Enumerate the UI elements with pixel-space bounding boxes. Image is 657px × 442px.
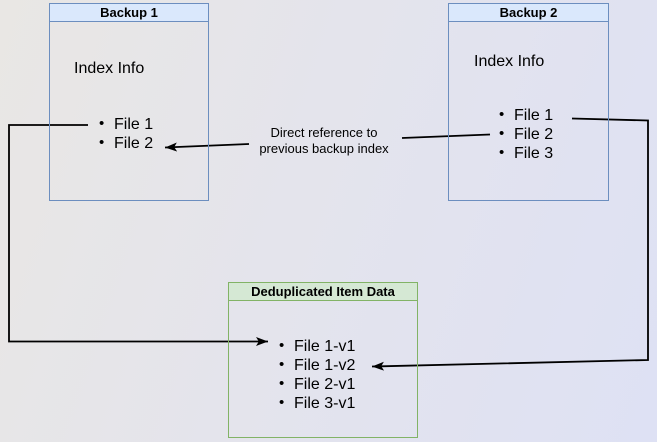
backup2-title: Backup 2 [449,4,608,22]
list-item: File 1-v1 [279,336,355,356]
dedup-title: Deduplicated Item Data [229,283,417,301]
backup1-index-info-label: Index Info [74,60,145,77]
backup1-file-list: File 1 File 2 [50,114,153,153]
list-item: File 3-v1 [279,393,355,413]
backup2-index-info-label: Index Info [474,53,545,70]
backup1-box: Backup 1 Index Info File 1 File 2 [49,3,209,201]
edge-label-direct-reference: Direct reference to previous backup inde… [259,125,389,156]
list-item: File 1-v2 [279,355,355,375]
list-item: File 3 [499,143,553,163]
backup2-file-list: File 1 File 2 File 3 [449,105,553,163]
list-item: File 1 [499,105,553,125]
list-item: File 1 [99,114,153,134]
dedup-file-list: File 1-v1 File 1-v2 File 2-v1 File 3-v1 [229,336,355,413]
list-item: File 2 [499,124,553,144]
list-item: File 2 [99,133,153,153]
backup2-box: Backup 2 Index Info File 1 File 2 File 3 [448,3,609,201]
list-item: File 2-v1 [279,374,355,394]
backup1-title: Backup 1 [50,4,208,22]
deduplicated-item-data-box: Deduplicated Item Data File 1-v1 File 1-… [228,282,418,438]
